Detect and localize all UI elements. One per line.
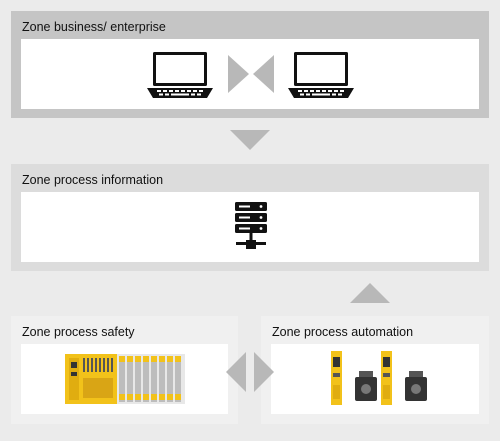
servo-drive-icon: [331, 351, 427, 405]
server-network-icon: [235, 202, 267, 249]
safety-controller-icon: [65, 354, 185, 404]
zone-information-title: Zone process information: [22, 173, 164, 187]
laptop-icon: [288, 52, 354, 98]
zone-automation-title: Zone process automation: [272, 325, 414, 339]
bidirectional-arrow-icon: [228, 55, 274, 93]
information-panel: [21, 192, 479, 262]
zone-business-title: Zone business/ enterprise: [22, 20, 166, 34]
safety-panel: [21, 344, 228, 414]
zone-safety-title: Zone process safety: [22, 325, 135, 339]
bidirectional-arrow-icon: [226, 352, 274, 392]
zone-business-enterprise: Zone business/ enterprise: [11, 11, 489, 118]
up-arrow-icon: [350, 283, 390, 303]
zone-process-safety: Zone process safety: [11, 316, 238, 424]
zone-process-information: Zone process information: [11, 164, 489, 271]
zone-process-automation: Zone process automation: [261, 316, 489, 424]
down-arrow-icon: [230, 130, 270, 150]
laptop-icon: [147, 52, 213, 98]
automation-panel: [271, 344, 479, 414]
business-panel: [21, 39, 479, 109]
